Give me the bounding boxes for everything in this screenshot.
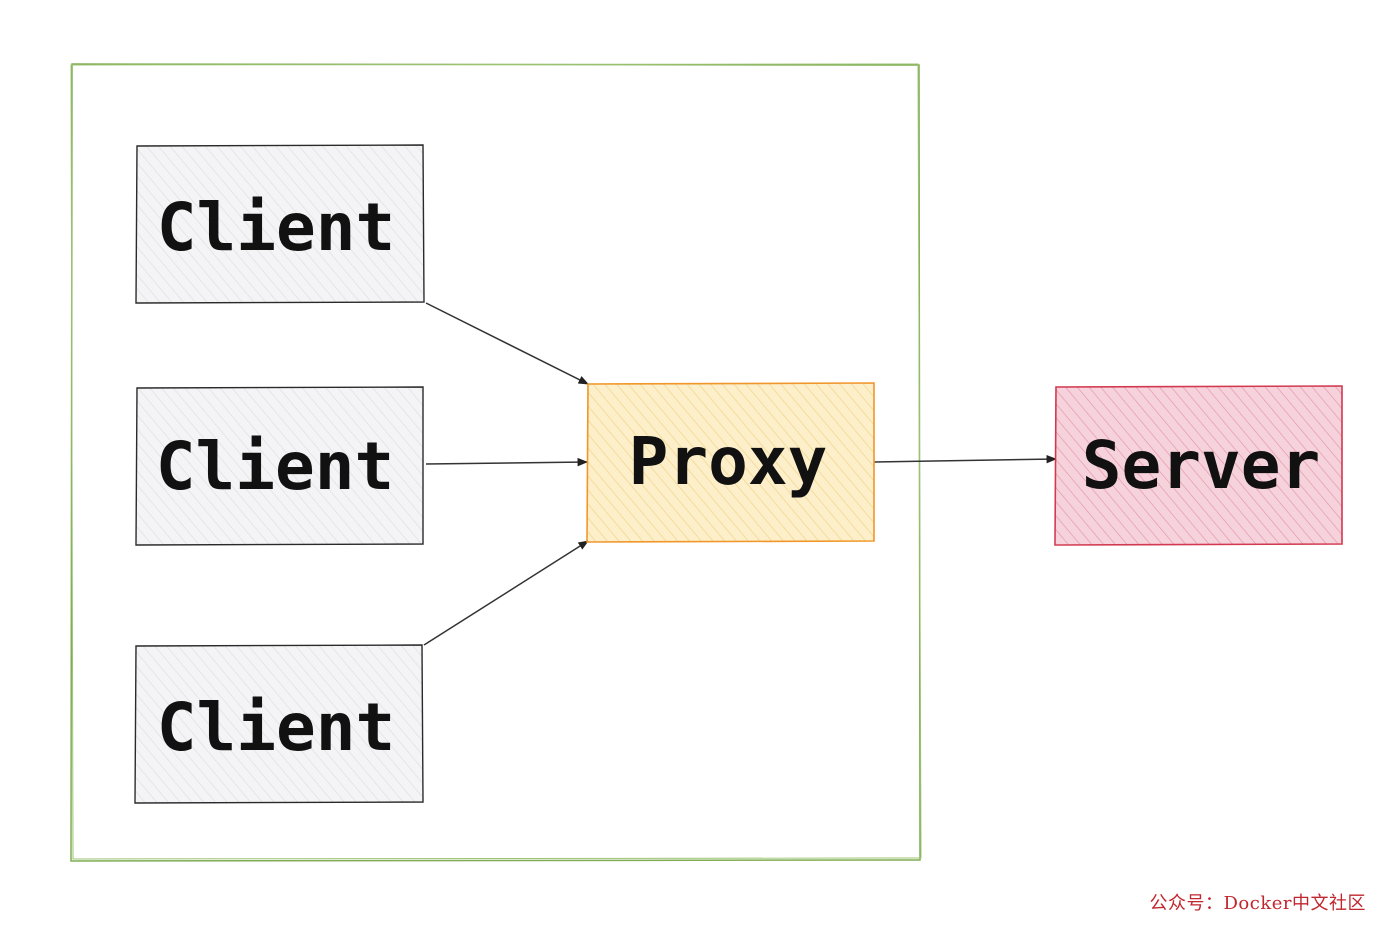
edge-client-3-to-proxy — [423, 540, 589, 646]
server-label: Server — [1082, 427, 1320, 504]
client-node-3: Client — [134, 644, 424, 804]
client-1-label: Client — [157, 189, 395, 266]
proxy-label: Proxy — [629, 423, 828, 500]
client-group-container — [70, 63, 922, 862]
edge-proxy-to-server — [873, 454, 1058, 464]
client-2-label: Client — [156, 428, 394, 505]
edge-client-2-to-proxy — [425, 457, 589, 467]
edges — [423, 302, 1058, 646]
server-node: Server — [1054, 385, 1343, 546]
watermark-text: 公众号：Docker中文社区 — [1149, 893, 1366, 914]
client-node-2: Client — [135, 386, 424, 546]
proxy-node: Proxy — [586, 382, 875, 543]
edge-client-1-to-proxy — [425, 302, 589, 385]
client-node-1: Client — [135, 144, 425, 304]
client-3-label: Client — [157, 689, 395, 766]
